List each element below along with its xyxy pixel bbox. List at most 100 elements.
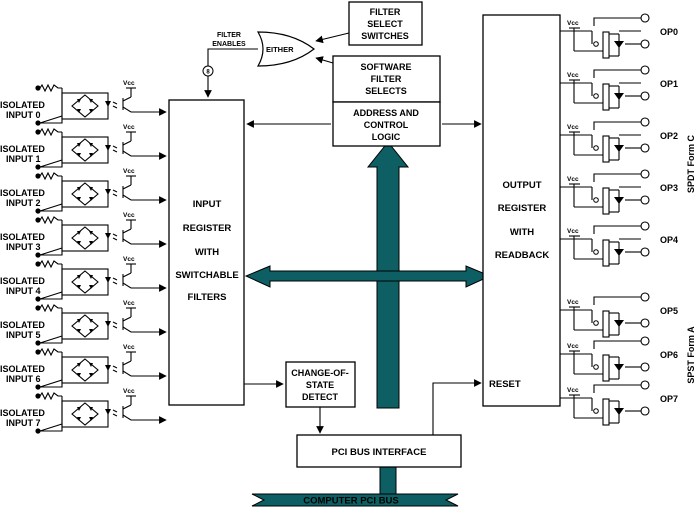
resistor — [39, 215, 62, 225]
vcc-label: Vcc — [123, 124, 135, 131]
terminal-dot — [35, 261, 41, 267]
terminal-post — [640, 169, 650, 179]
input-label: ISOLATED — [0, 276, 45, 286]
vcc-label: Vcc — [567, 124, 579, 131]
bridge-rectifier — [61, 180, 109, 208]
terminal-post — [640, 292, 650, 302]
relay-coil — [602, 83, 610, 111]
phototransistor — [122, 360, 132, 377]
input-label: ISOLATED — [0, 364, 45, 374]
resistor — [39, 171, 62, 181]
svg-text:READBACK: READBACK — [495, 250, 550, 261]
svg-text:SELECT: SELECT — [367, 19, 403, 29]
svg-text:LOGIC: LOGIC — [372, 132, 401, 142]
output-label: OP1 — [660, 79, 678, 89]
terminal-post — [640, 39, 650, 49]
svg-text:OUTPUT: OUTPUT — [502, 180, 541, 191]
vcc-label: Vcc — [567, 299, 579, 306]
vcc-label: Vcc — [123, 344, 135, 351]
relay-coil — [602, 31, 610, 59]
vcc-label: Vcc — [123, 300, 135, 307]
terminal-post — [640, 247, 650, 257]
pci-bus-interface-block: PCI BUS INTERFACE — [296, 434, 462, 468]
input-label: ISOLATED — [0, 320, 45, 330]
reset-label: RESET — [489, 379, 521, 390]
resistor — [39, 347, 62, 357]
terminal-dot — [35, 305, 41, 311]
svg-text:REGISTER: REGISTER — [183, 223, 232, 234]
filter-enables-label: FILTER — [217, 32, 241, 39]
terminal-post — [640, 221, 650, 231]
terminal-post — [640, 195, 650, 205]
vcc-label: Vcc — [567, 176, 579, 183]
svg-text:WITH: WITH — [510, 227, 534, 238]
output-label: OP3 — [660, 183, 678, 193]
internal-bus — [244, 141, 492, 409]
input-label: INPUT 7 — [6, 418, 41, 428]
svg-text:ADDRESS AND: ADDRESS AND — [353, 108, 419, 118]
filter-select-switches-block: FILTER SELECT SWITCHES — [348, 1, 423, 46]
terminal-post — [640, 380, 650, 390]
input-label: INPUT 5 — [6, 330, 41, 340]
terminal-dot — [35, 85, 41, 91]
spst-form-a-label: SPST Form A — [686, 326, 696, 384]
terminal-dot — [35, 296, 41, 302]
bridge-rectifier — [61, 136, 109, 164]
input-label: ISOLATED — [0, 232, 45, 242]
either-gate: EITHER — [256, 31, 315, 67]
svg-text:FILTER: FILTER — [371, 74, 402, 84]
phototransistor — [122, 96, 132, 113]
bridge-rectifier — [61, 356, 109, 384]
svg-text:EITHER: EITHER — [266, 45, 294, 54]
resistor — [39, 391, 62, 401]
output-label: OP6 — [660, 350, 678, 360]
phototransistor — [122, 272, 132, 289]
terminal-dot — [35, 393, 41, 399]
software-filter-selects-block: SOFTWARE FILTER SELECTS — [332, 55, 441, 103]
svg-text:FILTER: FILTER — [370, 7, 401, 17]
phototransistor — [122, 316, 132, 333]
svg-text:SELECTS: SELECTS — [365, 86, 407, 96]
vcc-label: Vcc — [567, 387, 579, 394]
terminal-dot — [35, 217, 41, 223]
terminal-dot — [35, 349, 41, 355]
svg-text:PCI BUS INTERFACE: PCI BUS INTERFACE — [331, 447, 426, 458]
bridge-rectifier — [61, 312, 109, 340]
terminal-dot — [35, 129, 41, 135]
input-label: ISOLATED — [0, 408, 45, 418]
svg-text:FILTERS: FILTERS — [188, 292, 227, 303]
spdt-form-c-label: SPDT Form C — [686, 135, 696, 194]
terminal-dot — [35, 164, 41, 170]
terminal-dot — [35, 384, 41, 390]
output-label: OP5 — [660, 306, 678, 316]
terminal-post — [640, 117, 650, 127]
bridge-rectifier — [61, 400, 109, 428]
vcc-label: Vcc — [123, 80, 135, 87]
svg-text:SWITCHES: SWITCHES — [361, 31, 409, 41]
bridge-rectifier — [61, 92, 109, 120]
bus-width-marker — [202, 65, 214, 77]
terminal-dot — [35, 208, 41, 214]
svg-text:REGISTER: REGISTER — [498, 203, 547, 214]
vcc-label: Vcc — [123, 212, 135, 219]
change-of-state-block: CHANGE-OF- STATE DETECT — [285, 361, 356, 408]
terminal-post — [640, 65, 650, 75]
vcc-label: Vcc — [567, 72, 579, 79]
vcc-label: Vcc — [123, 388, 135, 395]
terminal-dot — [35, 173, 41, 179]
bridge-rectifier — [61, 268, 109, 296]
svg-text:SOFTWARE: SOFTWARE — [361, 62, 412, 72]
input-label: INPUT 6 — [6, 374, 41, 384]
resistor — [39, 127, 62, 137]
input-label: INPUT 1 — [6, 154, 41, 164]
input-label: ISOLATED — [0, 100, 45, 110]
computer-pci-bus-label: COMPUTER PCI BUS — [303, 496, 399, 507]
